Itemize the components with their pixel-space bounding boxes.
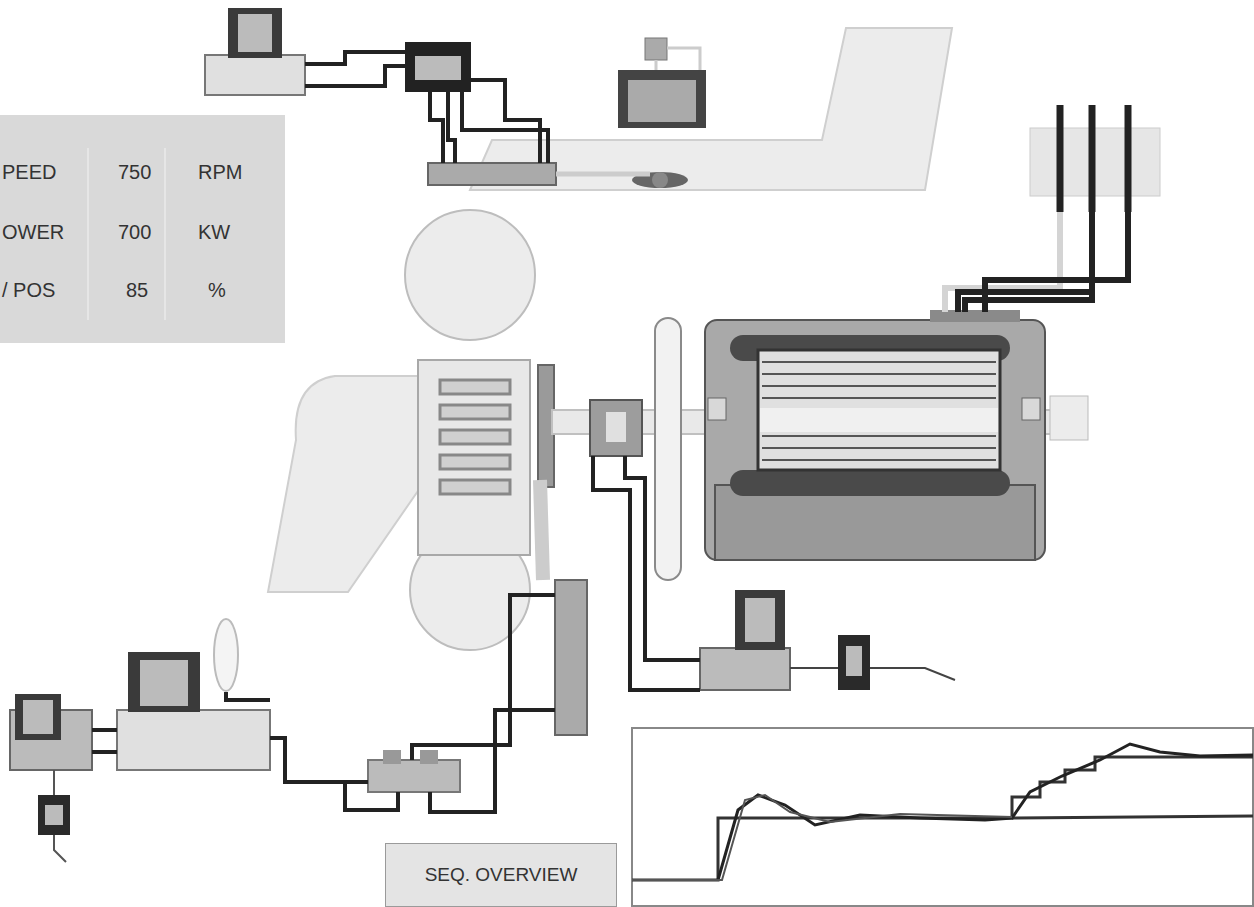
draft-tube (268, 376, 425, 592)
field-value: 750 (118, 162, 151, 182)
field-name: OWER (2, 222, 64, 242)
button-label: SEQ. OVERVIEW (425, 864, 578, 886)
field-value: 85 (126, 280, 148, 300)
coupling (590, 400, 642, 456)
generator (705, 320, 1045, 560)
field-name: / POS (2, 280, 55, 300)
spiral-case (405, 210, 535, 340)
field-unit: % (208, 280, 226, 300)
sequence-button: SEQ. OVERVIEW (385, 843, 617, 907)
turbine-runner (418, 360, 530, 555)
field-name: PEED (2, 162, 56, 182)
hydraulic-unit (205, 8, 706, 188)
flywheel (655, 318, 681, 580)
trend-chart (632, 728, 1253, 906)
field-unit: KW (198, 222, 230, 242)
field-unit: RPM (198, 162, 242, 182)
value-panel (0, 115, 285, 343)
field-value: 700 (118, 222, 151, 242)
